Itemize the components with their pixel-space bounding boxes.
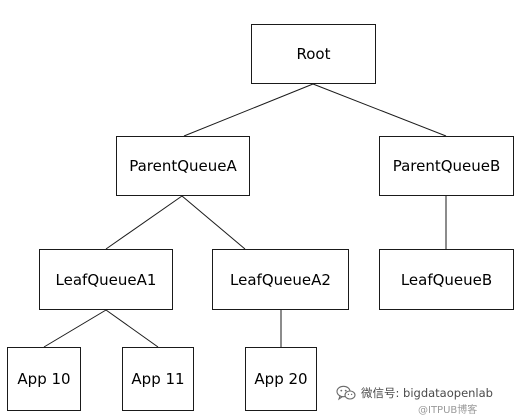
node-leaf-queue-b: LeafQueueB bbox=[379, 249, 514, 310]
node-leaf-queue-a2: LeafQueueA2 bbox=[212, 249, 349, 310]
edge-root-to-parent-queue-a bbox=[183, 83, 314, 137]
node-leaf-queue-a2-label: LeafQueueA2 bbox=[230, 270, 331, 289]
node-leaf-queue-b-label: LeafQueueB bbox=[400, 270, 493, 289]
node-parent-queue-b-label: ParentQueueB bbox=[392, 157, 501, 175]
node-app20: App 20 bbox=[245, 347, 317, 411]
node-parent-queue-a: ParentQueueA bbox=[116, 136, 250, 196]
node-app11-label: App 11 bbox=[131, 370, 185, 388]
edge-parent-queue-a-to-leaf-queue-a2 bbox=[181, 195, 246, 250]
node-app10: App 10 bbox=[7, 347, 81, 411]
edge-leaf-queue-a1-to-app11 bbox=[105, 309, 159, 348]
node-leaf-queue-a1: LeafQueueA1 bbox=[39, 249, 173, 310]
node-parent-queue-b: ParentQueueB bbox=[379, 136, 514, 196]
watermark-text: 微信号: bigdataopenlab bbox=[361, 386, 493, 400]
wechat-icon bbox=[336, 385, 356, 401]
node-root: Root bbox=[251, 24, 376, 84]
edge-leaf-queue-a1-to-app10 bbox=[43, 309, 107, 348]
edge-parent-queue-a-to-leaf-queue-a1 bbox=[105, 195, 183, 250]
node-leaf-queue-a1-label: LeafQueueA1 bbox=[55, 270, 157, 289]
watermark-subtext: @ITPUB博客 bbox=[418, 405, 478, 416]
node-root-label: Root bbox=[296, 45, 331, 63]
node-parent-queue-a-label: ParentQueueA bbox=[129, 157, 237, 175]
node-app11: App 11 bbox=[122, 347, 194, 411]
node-app20-label: App 20 bbox=[254, 370, 308, 388]
watermark: 微信号: bigdataopenlab bbox=[336, 385, 493, 401]
edge-root-to-parent-queue-b bbox=[312, 83, 447, 137]
node-app10-label: App 10 bbox=[17, 370, 71, 388]
